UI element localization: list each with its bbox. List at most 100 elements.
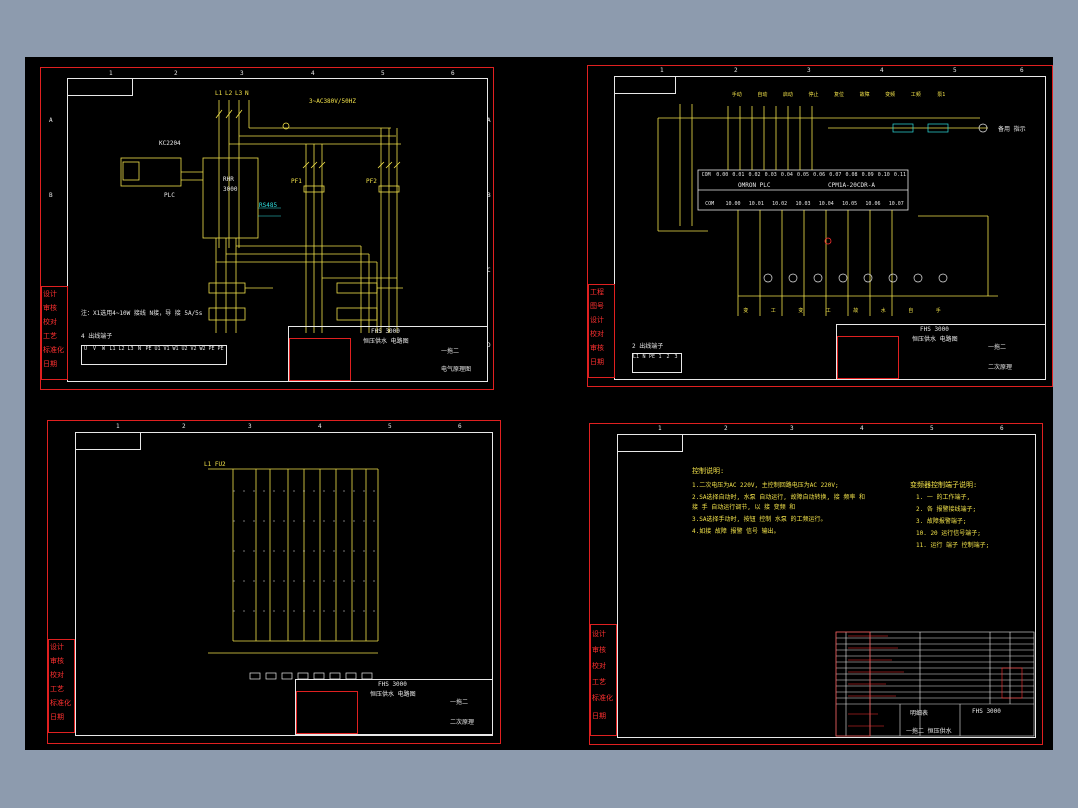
title-drawing: 一拖二 (988, 344, 1007, 351)
side-title-block (41, 286, 68, 380)
title-name: 恒压供水 电路图 (370, 691, 416, 698)
zone-label: 2 (182, 423, 186, 430)
plc-input: 0.09 (861, 172, 874, 178)
terminal-cell: 3 (674, 354, 678, 360)
drive-rs: RS485 (259, 202, 278, 209)
plc-input: 0.02 (748, 172, 761, 178)
title-type: 电气原理图 (441, 366, 472, 373)
plc-model: CPM1A-20CDR-A (828, 182, 875, 189)
terminal-cell: V2 (190, 346, 197, 352)
sheet-frame (67, 78, 488, 382)
title-name: 恒压供水 电路图 (363, 338, 409, 345)
title-name: 恒压供水 电路图 (912, 336, 958, 343)
terminal-cell: 2 (666, 354, 670, 360)
plc-input: 0.05 (796, 172, 810, 178)
side-label: 标准化 (50, 699, 71, 707)
sheet-control-circuit[interactable]: 1 2 3 4 5 6 设计 审核 校对 工艺 标准化 日期 (47, 420, 501, 744)
switch-label: 启动 (782, 92, 793, 98)
pf-label: PF1 (291, 178, 302, 185)
side-label: 日期 (590, 358, 604, 366)
kc-label: KC2204 (159, 140, 181, 147)
title-model: FHS 3000 (972, 708, 1001, 715)
drawing-canvas[interactable]: 1 2 3 4 5 6 A B C D A B 设计 审核 校对 工艺 标准化 … (25, 57, 1053, 750)
zone-label: 1 (116, 423, 120, 430)
zone-label: 3 (240, 70, 244, 77)
terminal-cell: V (92, 346, 96, 352)
side-label: 审核 (43, 304, 57, 312)
side-label: 日期 (592, 712, 606, 720)
plc-input: 0.08 (845, 172, 858, 178)
terminal-cell: PE (208, 346, 215, 352)
zone-label: 3 (807, 67, 811, 74)
parts-table (835, 631, 1035, 737)
plc-input: COM (701, 172, 711, 178)
lamp-label: 工 (770, 308, 776, 314)
zone-label: 6 (1000, 425, 1004, 432)
control-supply-label: L1 FU2 (204, 461, 226, 468)
plc-input: 0.07 (829, 172, 842, 178)
zone-label: 5 (388, 423, 392, 430)
terminal-cell: N (137, 346, 141, 352)
plc-input: 0.03 (764, 172, 777, 178)
terminal-cell: W1 (172, 346, 179, 352)
plc-output: 10.07 (888, 201, 904, 207)
plc-input: 0.10 (877, 172, 890, 178)
zone-label: D (487, 342, 491, 349)
note-line: 3.SA选择手动时, 按钮 控制 水泵 的工频运行。 (692, 516, 827, 523)
terminal-cell: U2 (181, 346, 188, 352)
title-block-red (837, 336, 899, 379)
title-block-red (289, 338, 351, 381)
line-label: L3 (235, 90, 243, 97)
plc-input: 0.11 (893, 172, 906, 178)
sheet-main-circuit[interactable]: 1 2 3 4 5 6 A B C D A B 设计 审核 校对 工艺 标准化 … (40, 67, 494, 390)
terminal-cell: V1 (163, 346, 170, 352)
side-label: 工艺 (50, 685, 64, 693)
title-model: FHS 3000 (378, 681, 407, 688)
terminal-title: 4 出线端子 (81, 333, 113, 340)
terminal-cell: PE (648, 354, 656, 360)
note-line: 4.如接 故障 报警 信号 输出。 (692, 528, 780, 535)
plc-output: 10.03 (795, 201, 811, 207)
side-label: 设计 (43, 290, 57, 298)
title-model: FHS 3000 (371, 328, 400, 335)
table-header: 明细表 (910, 710, 929, 717)
terminal-cell: W (101, 346, 105, 352)
sheet-plc-circuit[interactable]: 1 2 3 4 5 6 工程 图号 设计 校对 审核 日期 (587, 65, 1053, 387)
right-note-line: 2. 各 报警接线端子; (916, 506, 977, 513)
drive-model: 3000 (223, 186, 238, 193)
title-drawing: 一拖二 恒压供水 (906, 728, 952, 735)
plc-wiring (657, 104, 998, 316)
zone-label: 4 (311, 70, 315, 77)
side-title-block (588, 284, 615, 378)
lamp-label: 水 (880, 308, 886, 314)
zone-label: 1 (109, 70, 113, 77)
side-label: 工艺 (43, 332, 57, 340)
right-note-line: 11. 运行 端子 控制端子; (916, 542, 990, 549)
sheet-notes[interactable]: 1 2 3 4 5 6 设计 审核 校对 工艺 标准化 日期 控制说明: 1.二… (589, 423, 1043, 745)
sheet-frame (75, 432, 493, 736)
terminal-cell: PE (145, 346, 152, 352)
zone-label: B (49, 192, 53, 199)
right-note-line: 10. 20 运行信号端子; (916, 530, 981, 537)
zone-label: 5 (953, 67, 957, 74)
sheet-tab (67, 78, 133, 96)
zone-label: 2 (734, 67, 738, 74)
line-label: L1 (215, 90, 223, 97)
zone-label: 2 (724, 425, 728, 432)
note-line: 接 手 自动运行调节, 以 接 变频 和 (692, 504, 796, 511)
terminal-strip (81, 345, 227, 365)
terminal-cell: L3 (127, 346, 134, 352)
zone-label: 3 (790, 425, 794, 432)
plc-output: 10.05 (842, 201, 858, 207)
zone-label: A (49, 117, 53, 124)
plc-output: 10.02 (772, 201, 788, 207)
terminal-cell: W2 (199, 346, 206, 352)
plc-input: 0.00 (716, 172, 729, 178)
right-note-line: 3. 故障报警端子; (916, 518, 967, 525)
sheet-tab (617, 434, 683, 452)
zone-label: 6 (451, 70, 455, 77)
title-type: 二次原理 (988, 364, 1013, 371)
lamp-label: 手 (935, 308, 941, 314)
plc-name: OMRON PLC (738, 182, 771, 189)
title-type: 二次原理 (450, 719, 475, 726)
